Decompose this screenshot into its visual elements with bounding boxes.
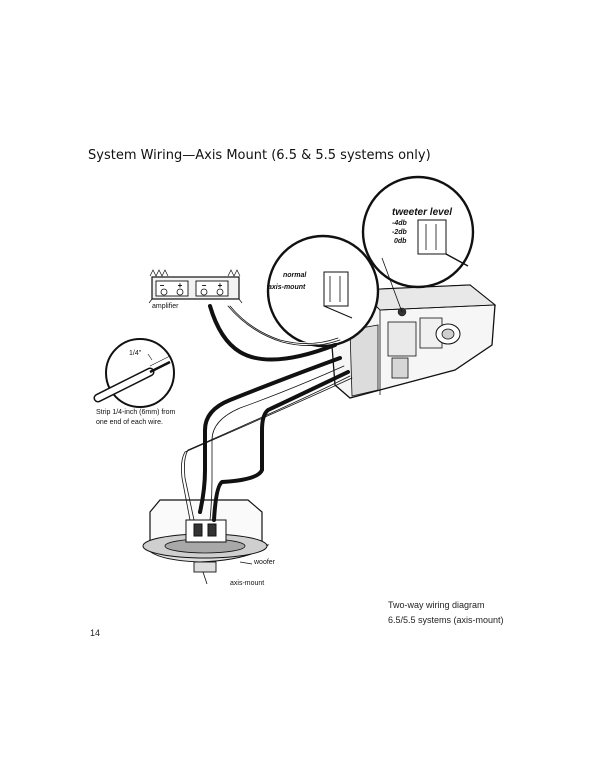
level-minus-4db: -4db [392, 220, 407, 227]
strip-instruction: Strip 1/4-inch (6mm) from one end of eac… [96, 408, 175, 428]
strip-line-2: one end of each wire. [96, 419, 163, 426]
amp-minus-2: − [202, 281, 207, 290]
axis-mount-label: axis-mount [230, 580, 265, 587]
axis-mount-switch-label: axis-mount [268, 284, 306, 291]
speaker-wires [181, 304, 353, 522]
tweeter-level-label: tweeter level [392, 207, 453, 218]
amp-plus-2: + [218, 281, 223, 290]
level-0db: 0db [394, 238, 407, 245]
wire-strip-magnifier [93, 338, 175, 408]
switch-magnifier [266, 234, 380, 348]
amp-plus-1: + [178, 281, 183, 290]
page-number: 14 [90, 628, 101, 638]
amp-minus-1: − [160, 281, 165, 290]
quarter-inch-label: 1/4" [129, 350, 142, 357]
woofer-label: woofer [254, 559, 276, 566]
amplifier-label: amplifier [152, 303, 179, 310]
caption-line-1: Two-way wiring diagram [388, 600, 485, 610]
woofer-illustration [142, 499, 270, 585]
amplifier-illustration [148, 269, 243, 304]
strip-line-1: Strip 1/4-inch (6mm) from [96, 409, 176, 416]
caption-line-2: 6.5/5.5 systems (axis-mount) [388, 615, 504, 625]
level-minus-2db: -2db [392, 229, 407, 236]
tweeter-level-magnifier [361, 175, 475, 313]
normal-label: normal [283, 272, 307, 279]
page-title: System Wiring—Axis Mount (6.5 & 5.5 syst… [88, 148, 431, 163]
figure-caption: Two-way wiring diagram 6.5/5.5 systems (… [388, 598, 504, 628]
